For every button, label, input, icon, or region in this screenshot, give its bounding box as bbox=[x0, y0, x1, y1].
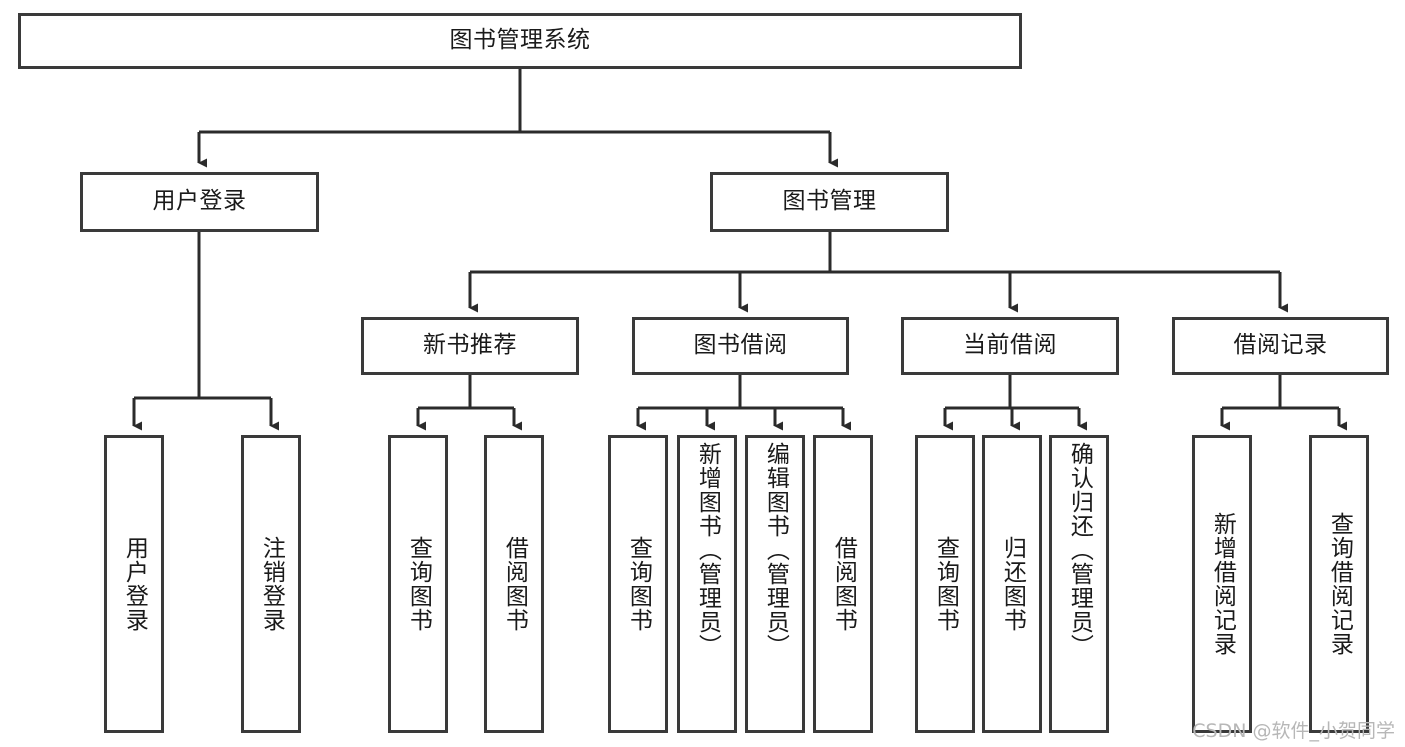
node-leaf-return-book[interactable]: 归还图书 bbox=[982, 435, 1042, 733]
node-leaf-query-book-1-label: 查询图书 bbox=[405, 536, 432, 632]
node-leaf-logout-label: 注销登录 bbox=[258, 536, 285, 632]
node-leaf-logout[interactable]: 注销登录 bbox=[241, 435, 301, 733]
node-leaf-edit-book-admin-label: 编辑图书（管理员） bbox=[762, 442, 789, 658]
node-leaf-borrow-book-2[interactable]: 借阅图书 bbox=[813, 435, 873, 733]
node-leaf-user-login[interactable]: 用户登录 bbox=[104, 435, 164, 733]
node-leaf-return-book-label: 归还图书 bbox=[999, 536, 1026, 632]
node-leaf-confirm-return-admin[interactable]: 确认归还（管理员） bbox=[1049, 435, 1109, 733]
connector-root-to-level2 bbox=[197, 69, 838, 168]
connector-borrowrecord-to-leaves bbox=[1220, 375, 1347, 431]
node-leaf-query-book-3-label: 查询图书 bbox=[932, 536, 959, 632]
node-new-book-recommend[interactable]: 新书推荐 bbox=[361, 317, 579, 375]
node-new-book-recommend-label: 新书推荐 bbox=[423, 332, 517, 359]
node-leaf-add-book-admin[interactable]: 新增图书（管理员） bbox=[677, 435, 737, 733]
csdn-watermark: CSDN @软件_小贺同学 bbox=[1192, 720, 1395, 742]
node-book-borrow-label: 图书借阅 bbox=[693, 332, 788, 359]
node-leaf-add-borrow-record[interactable]: 新增借阅记录 bbox=[1192, 435, 1252, 733]
connector-currentborrow-to-leaves bbox=[943, 375, 1087, 431]
node-current-borrow[interactable]: 当前借阅 bbox=[901, 317, 1119, 375]
node-leaf-borrow-book-1[interactable]: 借阅图书 bbox=[484, 435, 544, 733]
node-leaf-query-borrow-record-label: 查询借阅记录 bbox=[1326, 512, 1353, 656]
node-leaf-add-book-admin-label: 新增图书（管理员） bbox=[694, 442, 721, 658]
node-leaf-query-book-3[interactable]: 查询图书 bbox=[915, 435, 975, 733]
node-root-label: 图书管理系统 bbox=[449, 27, 591, 54]
node-leaf-query-borrow-record[interactable]: 查询借阅记录 bbox=[1309, 435, 1369, 733]
node-leaf-query-book-2-label: 查询图书 bbox=[625, 536, 652, 632]
node-book-manage-label: 图书管理 bbox=[782, 188, 877, 215]
node-leaf-confirm-return-admin-label: 确认归还（管理员） bbox=[1066, 442, 1093, 658]
connector-userlogin-to-leaves bbox=[132, 232, 279, 431]
node-book-borrow[interactable]: 图书借阅 bbox=[632, 317, 849, 375]
node-leaf-borrow-book-2-label: 借阅图书 bbox=[830, 536, 857, 632]
node-leaf-query-book-1[interactable]: 查询图书 bbox=[388, 435, 448, 733]
node-book-manage[interactable]: 图书管理 bbox=[710, 172, 949, 232]
node-borrow-record-label: 借阅记录 bbox=[1233, 332, 1328, 359]
connector-bookborrow-to-leaves bbox=[636, 375, 851, 431]
node-leaf-edit-book-admin[interactable]: 编辑图书（管理员） bbox=[745, 435, 805, 733]
connector-bookmanage-to-level3 bbox=[468, 232, 1288, 313]
node-leaf-borrow-book-1-label: 借阅图书 bbox=[501, 536, 528, 632]
node-leaf-user-login-label: 用户登录 bbox=[121, 536, 148, 632]
node-leaf-add-borrow-record-label: 新增借阅记录 bbox=[1209, 512, 1236, 656]
connector-newbook-to-leaves bbox=[416, 375, 522, 431]
node-user-login[interactable]: 用户登录 bbox=[80, 172, 319, 232]
node-leaf-query-book-2[interactable]: 查询图书 bbox=[608, 435, 668, 733]
node-user-login-label: 用户登录 bbox=[152, 188, 247, 215]
node-root[interactable]: 图书管理系统 bbox=[18, 13, 1022, 69]
node-current-borrow-label: 当前借阅 bbox=[963, 332, 1057, 359]
node-borrow-record[interactable]: 借阅记录 bbox=[1172, 317, 1389, 375]
